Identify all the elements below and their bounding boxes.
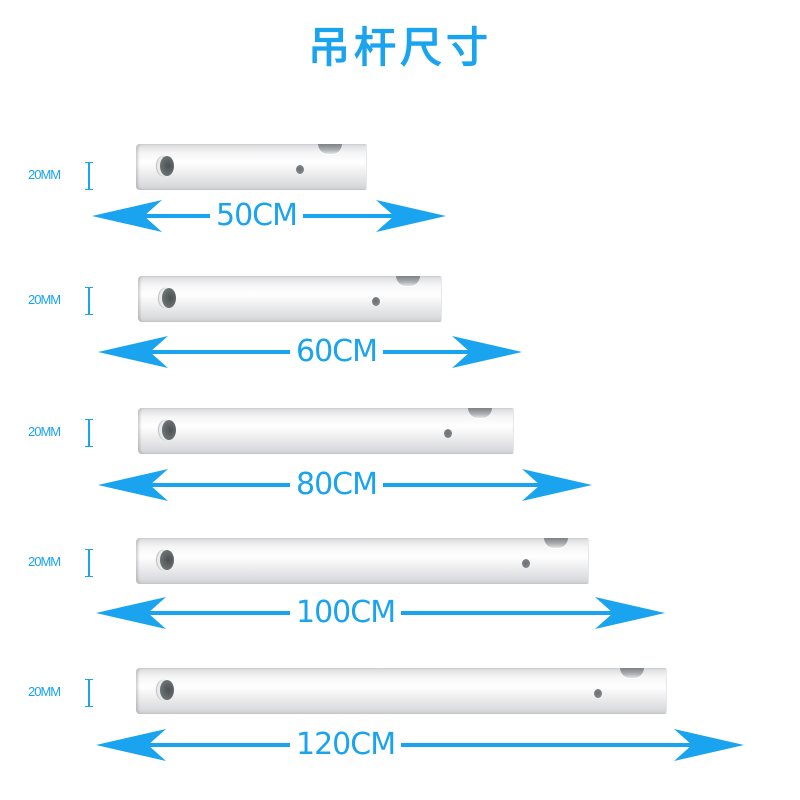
diameter-label: 20MM	[28, 684, 61, 699]
page-title: 吊杆尺寸	[307, 23, 492, 72]
arrow-left-icon	[96, 597, 166, 629]
rod-row-80cm: 20MM 80CM	[0, 404, 800, 524]
dimension-bracket-icon	[85, 162, 93, 190]
rod-image	[138, 276, 442, 322]
arrow-shaft	[134, 743, 706, 747]
rod-image	[138, 408, 514, 454]
pin-hole-icon	[296, 165, 304, 174]
rod-row-60cm: 20MM 60CM	[0, 272, 800, 392]
dimension-bracket-icon	[85, 419, 93, 447]
pin-hole-icon	[372, 297, 380, 306]
end-hole-icon	[162, 288, 176, 308]
arrow-right-icon	[595, 597, 665, 629]
length-label: 50CM	[210, 199, 304, 233]
arrow-left-icon	[98, 336, 168, 368]
length-label: 80CM	[290, 468, 384, 502]
length-label: 120CM	[290, 728, 402, 762]
dimension-bracket-icon	[85, 679, 93, 707]
arrow-right-icon	[376, 200, 446, 232]
dimension-bracket-icon	[85, 287, 93, 315]
diameter-label: 20MM	[28, 554, 61, 569]
length-label: 100CM	[290, 596, 402, 630]
rod-row-100cm: 20MM 100CM	[0, 534, 800, 654]
diameter-label: 20MM	[28, 292, 61, 307]
arrow-right-icon	[674, 729, 744, 761]
rod-image	[136, 144, 367, 190]
end-hole-icon	[160, 680, 174, 700]
rod-row-50cm: 20MM 50CM	[0, 140, 800, 260]
notch-icon	[620, 668, 644, 678]
diameter-label: 20MM	[28, 424, 61, 439]
pin-hole-icon	[522, 559, 530, 568]
notch-icon	[318, 144, 342, 154]
end-hole-icon	[160, 550, 174, 570]
notch-icon	[544, 538, 568, 548]
arrow-left-icon	[98, 469, 168, 501]
end-hole-icon	[160, 156, 174, 176]
length-label: 60CM	[290, 335, 384, 369]
arrow-left-icon	[96, 729, 166, 761]
notch-icon	[396, 276, 420, 286]
rod-image	[136, 538, 589, 584]
arrow-right-icon	[522, 469, 592, 501]
rod-image	[136, 668, 667, 714]
arrow-left-icon	[92, 200, 162, 232]
rod-row-120cm: 20MM 120CM	[0, 664, 800, 784]
pin-hole-icon	[444, 429, 452, 438]
notch-icon	[468, 408, 492, 418]
end-hole-icon	[162, 420, 176, 440]
dimension-bracket-icon	[85, 549, 93, 577]
diameter-label: 20MM	[28, 167, 61, 182]
arrow-right-icon	[452, 336, 522, 368]
pin-hole-icon	[594, 689, 602, 698]
